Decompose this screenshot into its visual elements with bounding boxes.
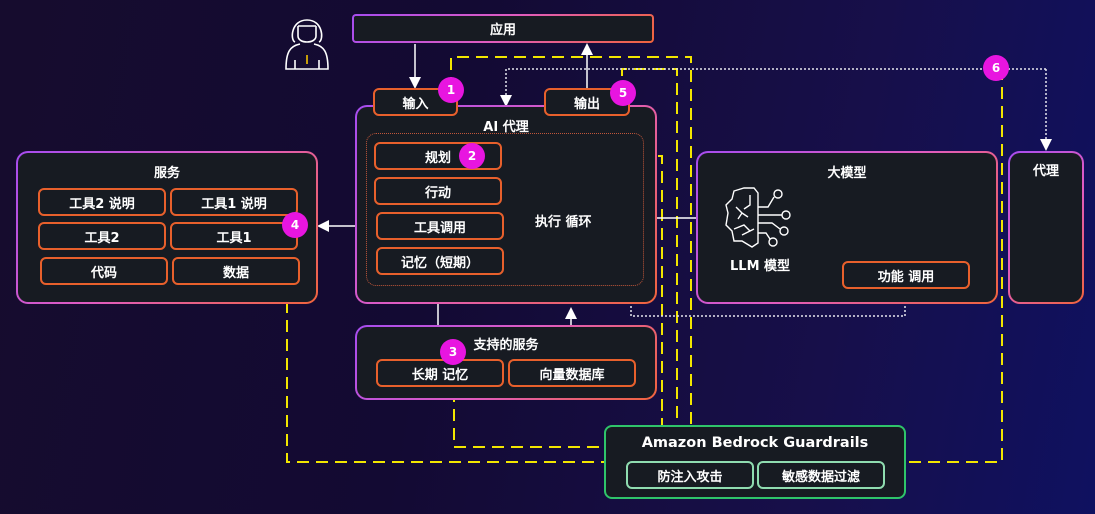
short-term-memory-module[interactable]: 记忆（短期）: [376, 247, 504, 275]
llm-box: 大模型 LLM 模型 功能 调用: [696, 151, 998, 304]
supporting-services-box: 支持的服务 长期 记忆 向量数据库: [355, 325, 657, 400]
brain-circuit-icon: [725, 187, 791, 248]
data[interactable]: 数据: [172, 257, 300, 285]
llm-title: 大模型: [827, 166, 867, 181]
execution-loop-region: [366, 133, 644, 286]
step-badge-6: 6: [983, 55, 1009, 81]
function-call-box[interactable]: 功能 调用: [842, 261, 970, 289]
tool-call-module[interactable]: 工具调用: [376, 212, 504, 240]
step-badge-3: 3: [440, 339, 466, 365]
step-badge-5: 5: [610, 80, 636, 106]
proxy-title: 代理: [1032, 164, 1059, 179]
tool1-description[interactable]: 工具1 说明: [170, 188, 298, 216]
ai-agent-box: AI 代理 规划 行动 工具调用 记忆（短期） 执行 循环: [355, 105, 657, 304]
code[interactable]: 代码: [40, 257, 168, 285]
supporting-services-title: 支持的服务: [473, 338, 539, 353]
tool1[interactable]: 工具1: [170, 222, 298, 250]
long-term-memory[interactable]: 长期 记忆: [376, 359, 504, 387]
step-badge-1: 1: [438, 77, 464, 103]
action-module[interactable]: 行动: [374, 177, 502, 205]
proxy-box: 代理: [1008, 151, 1084, 304]
injection-protection[interactable]: 防注入攻击: [626, 461, 754, 489]
services-title: 服务: [153, 166, 180, 181]
llm-model-label: LLM 模型: [730, 259, 791, 274]
ai-agent-title: AI 代理: [483, 120, 529, 135]
app-label: 应用: [489, 23, 516, 38]
vector-database[interactable]: 向量数据库: [508, 359, 636, 387]
tool2-description[interactable]: 工具2 说明: [38, 188, 166, 216]
guardrails-title: Amazon Bedrock Guardrails: [641, 435, 869, 451]
step-badge-4: 4: [282, 212, 308, 238]
tool2[interactable]: 工具2: [38, 222, 166, 250]
execution-loop-label: 执行 循环: [535, 215, 592, 230]
step-badge-2: 2: [459, 143, 485, 169]
sensitive-data-filter[interactable]: 敏感数据过滤: [757, 461, 885, 489]
services-box: 服务 工具2 说明 工具1 说明 工具2 工具1 代码 数据: [16, 151, 318, 304]
user-icon: [285, 19, 329, 70]
app-box[interactable]: 应用: [352, 14, 654, 43]
guardrails-box: Amazon Bedrock Guardrails 防注入攻击 敏感数据过滤: [604, 425, 906, 499]
